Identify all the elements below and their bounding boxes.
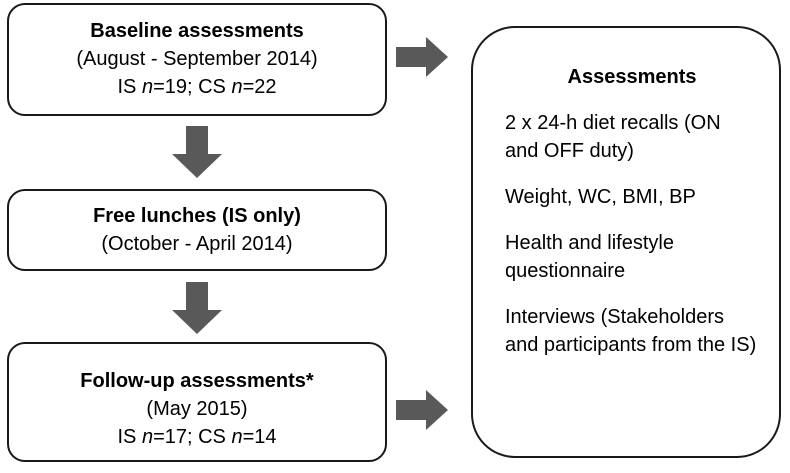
baseline-is-label: IS [117, 76, 142, 98]
baseline-n-is: n [141, 76, 154, 98]
assessment-item-questionnaire: Health and lifestyle questionnaire [505, 232, 674, 282]
baseline-dates: (August - September 2014) [76, 48, 318, 70]
baseline-assessments-box: Baseline assessments (August - September… [7, 3, 387, 116]
right-arrow-icon [396, 390, 448, 430]
lunch-dates: (October - April 2014) [101, 233, 293, 255]
followup-n-is: n [141, 426, 154, 448]
assessment-item-diet-recalls: 2 x 24-h diet recalls (ON and OFF duty) [505, 112, 721, 162]
down-arrow-icon [172, 282, 222, 334]
baseline-title: Baseline assessments [90, 20, 304, 42]
followup-title: Follow-up assessments* [80, 370, 314, 392]
lunch-title: Free lunches (IS only) [93, 205, 301, 227]
assessment-item-interviews: Interviews (Stakeholders and participant… [505, 306, 757, 356]
free-lunches-box: Free lunches (IS only) (October - April … [7, 189, 387, 271]
down-arrow-icon [172, 126, 222, 178]
followup-assessments-box: Follow-up assessments* (May 2015) IS n=1… [7, 342, 387, 462]
baseline-sample-sizes: IS n=19; CS n=22 [9, 73, 385, 101]
followup-dates: (May 2015) [146, 398, 248, 420]
assessments-box: Assessments 2 x 24-h diet recalls (ON an… [471, 26, 781, 458]
baseline-is-value: =19; CS [153, 76, 232, 98]
followup-cs-value: =14 [242, 426, 277, 448]
baseline-cs-value: =22 [242, 76, 277, 98]
followup-is-label: IS [117, 426, 142, 448]
baseline-n-cs: n [231, 76, 243, 98]
followup-sample-sizes: IS n=17; CS n=14 [9, 423, 385, 451]
followup-n-cs: n [231, 426, 243, 448]
assessments-title: Assessments [567, 66, 697, 88]
right-arrow-icon [396, 37, 448, 77]
followup-is-value: =17; CS [153, 426, 232, 448]
assessment-item-anthropometrics: Weight, WC, BMI, BP [505, 186, 696, 208]
